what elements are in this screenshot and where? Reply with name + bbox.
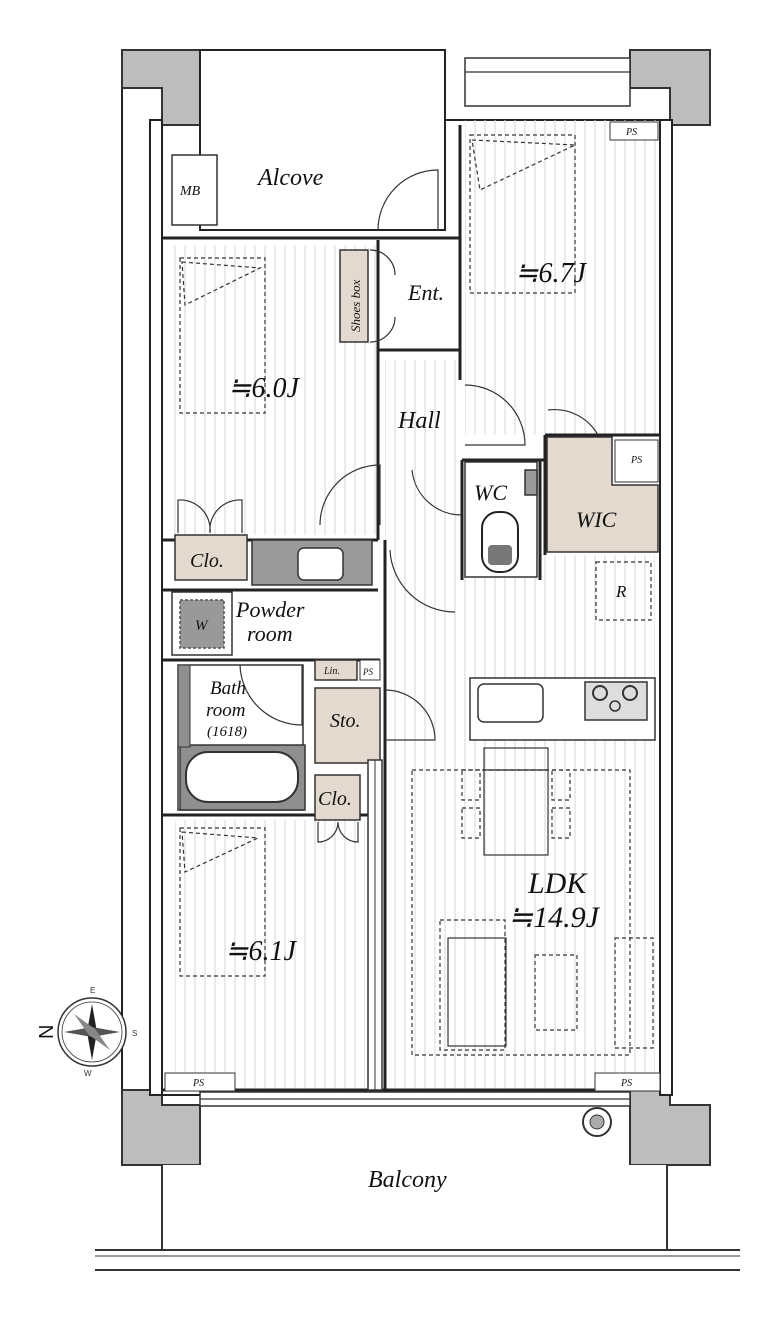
label-ps-small: PS [362, 667, 373, 677]
label-refrigerator: R [615, 582, 627, 601]
alcove-area [199, 49, 446, 231]
bedroom-south-floor [175, 820, 365, 1090]
bed-outline-north-left [179, 257, 266, 414]
wc-tank [524, 469, 538, 496]
storage-door-arc [384, 689, 436, 741]
washer [179, 599, 225, 649]
vanity-sink [297, 547, 344, 581]
label-ldk-name: LDK [527, 867, 588, 900]
label-wic: WIC [576, 507, 617, 532]
hall-floor [385, 360, 460, 560]
label-powder-room-1: Powder [235, 597, 305, 622]
bed-outline-south [179, 827, 266, 977]
label-powder-room-2: room [247, 621, 293, 646]
label-ps-top: PS [625, 127, 637, 138]
pillow-wedge [181, 261, 263, 306]
storage-closet [314, 687, 381, 764]
wic-room [546, 436, 659, 553]
label-washer: W [195, 618, 209, 634]
label-bath-size: (1618) [207, 724, 247, 740]
compass-north: N [36, 1025, 58, 1039]
compass-south: S [132, 1029, 137, 1038]
label-closet-south: Clo. [318, 788, 352, 810]
entrance-door-arc [377, 169, 439, 231]
tv-stand [614, 937, 654, 1049]
label-wc: WC [474, 480, 507, 505]
ps-box-bottom-right [594, 1072, 661, 1092]
label-ps-mid: PS [630, 455, 642, 466]
compass-east: E [90, 986, 95, 995]
pillow-wedge-right [471, 139, 576, 191]
compass-west: W [84, 1069, 92, 1078]
wic-door-arc [547, 408, 599, 436]
wc-door-arc [411, 469, 463, 516]
bedroom-door-arc [319, 464, 381, 526]
label-hall: Hall [397, 408, 441, 434]
label-linen: Lin. [323, 666, 340, 677]
balcony-area [162, 1165, 667, 1250]
sofa [439, 919, 506, 1051]
column-top-right [629, 49, 711, 126]
column-bottom-right [629, 1089, 711, 1166]
label-ps-bottom-left: PS [192, 1078, 204, 1089]
label-bedroom-north-right: ≒6.7J [515, 258, 587, 289]
closet-south-doors [317, 821, 359, 843]
bath-wall-strip [177, 664, 191, 748]
bedroom-north-right-floor [465, 120, 660, 435]
ps-box-small [359, 659, 381, 681]
west-wall [149, 119, 163, 1096]
label-alcove: Alcove [256, 165, 324, 191]
compass [57, 997, 127, 1067]
bed-outline-north-right [469, 134, 576, 294]
label-closet-north: Clo. [190, 550, 224, 572]
label-bath-1: Bath [210, 678, 246, 699]
label-bath-2: room [206, 700, 245, 721]
label-storage: Sto. [330, 710, 361, 732]
linen-closet [314, 659, 358, 681]
label-ldk-size: ≒14.9J [508, 901, 601, 934]
closet-south [314, 774, 361, 821]
closet-doors [177, 499, 243, 534]
label-balcony: Balcony [368, 1167, 447, 1193]
ps-box-mid [614, 439, 659, 483]
label-shoes-box: Shoes box [348, 279, 363, 332]
bathtub [185, 751, 299, 803]
closet-north-left [174, 534, 248, 581]
shoes-box [339, 249, 369, 343]
ldk-door-arc [389, 549, 456, 613]
refrigerator-space [595, 561, 652, 621]
label-mb: MB [179, 184, 201, 199]
label-bedroom-south: ≒6.1J [225, 936, 297, 967]
label-ps-bottom-right: PS [620, 1078, 632, 1089]
pillow-wedge-south [181, 831, 261, 873]
hall-door-arc [464, 384, 526, 446]
bath-door-arc [239, 664, 303, 726]
east-wall [659, 119, 673, 1096]
column-bottom-left [121, 1089, 201, 1166]
ps-box-bottom-left [164, 1072, 236, 1092]
shoes-box-doors [369, 249, 396, 343]
ps-box-top [609, 121, 659, 141]
coffee-table [534, 954, 578, 1031]
mb-box [171, 154, 218, 226]
ldk-floor [385, 555, 655, 1090]
north-window [464, 57, 631, 107]
label-bedroom-north-left: ≒6.0J [228, 373, 300, 404]
label-entrance: Ent. [407, 280, 444, 305]
kitchen-sink [477, 683, 544, 723]
